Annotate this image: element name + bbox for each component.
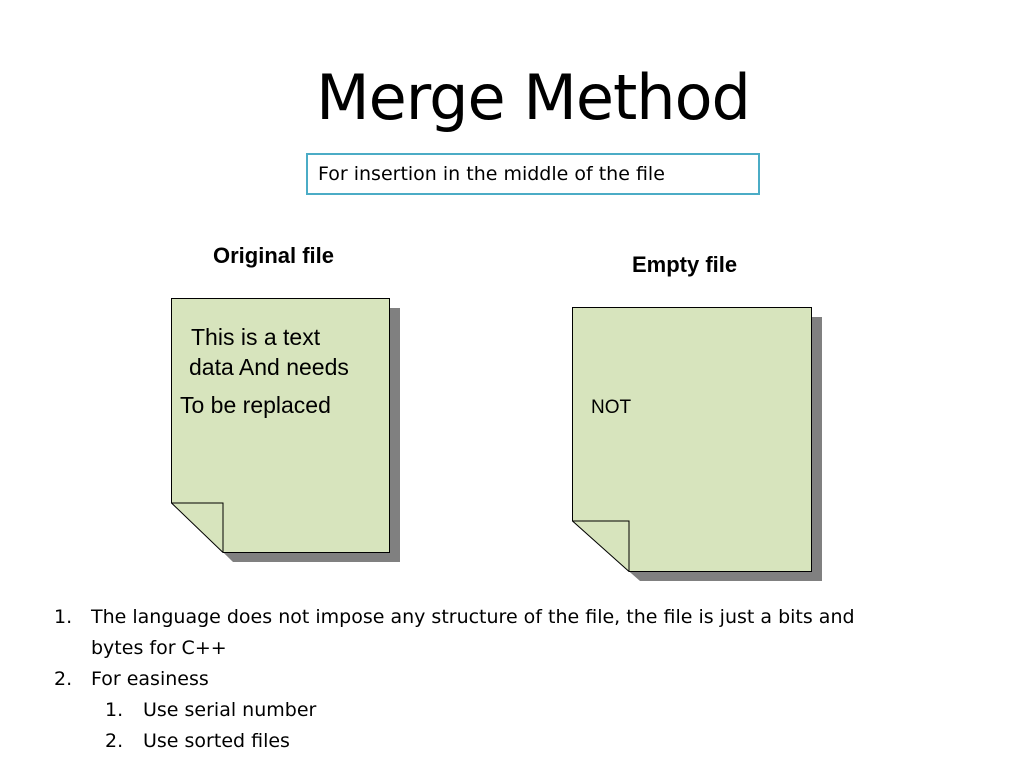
empty-file-document-icon: NOT <box>572 307 824 583</box>
original-file-document-shape <box>171 298 400 562</box>
subtitle-box: For insertion in the middle of the file <box>306 153 760 195</box>
original-file-label: Original file <box>213 243 335 268</box>
sublist-item-2-text: Use sorted files <box>143 730 290 752</box>
sublist-item-1-text: Use serial number <box>143 699 317 721</box>
list-item-2-text: For easiness <box>91 668 209 690</box>
list-item-2-number: 2. <box>54 668 73 690</box>
sublist-item-2-number: 2. <box>105 730 124 752</box>
sublist-item-1-number: 1. <box>105 699 124 721</box>
empty-file-document-shape <box>572 307 822 581</box>
subtitle-text: For insertion in the middle of the file <box>318 163 665 185</box>
original-file-text-line-1: This is a text <box>191 324 321 350</box>
slide-title: Merge Method <box>316 61 751 134</box>
list-item-1-text-line-2: bytes for C++ <box>91 637 227 659</box>
original-file-text-line-2: data And needs <box>189 354 349 380</box>
original-file-text-line-3: To be replaced <box>180 392 331 418</box>
list-item-1-text-line-1: The language does not impose any structu… <box>91 606 855 628</box>
list-item-1-number: 1. <box>54 606 73 628</box>
empty-file-label: Empty file <box>632 252 738 277</box>
original-file-document-icon: This is a text data And needs To be repl… <box>171 298 401 564</box>
empty-file-text: NOT <box>591 397 632 418</box>
